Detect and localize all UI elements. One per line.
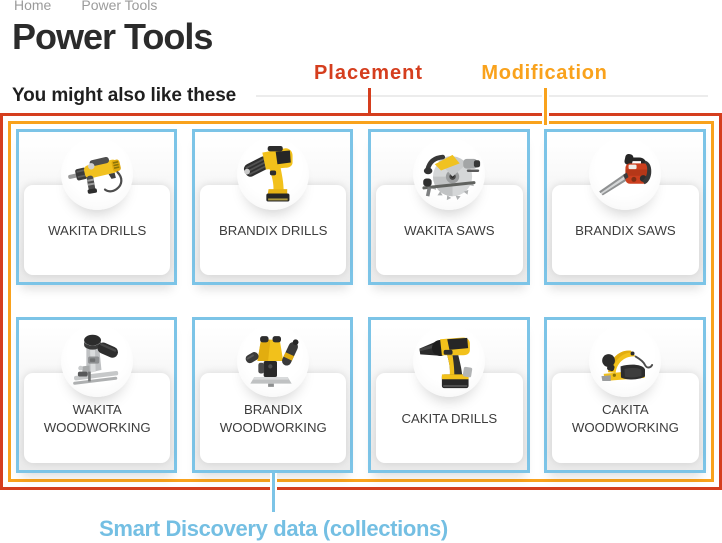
breadcrumb-item-power-tools[interactable]: Power Tools — [81, 0, 158, 13]
product-card-jigsaw[interactable]: WAKITA WOODWORKING — [16, 316, 178, 474]
product-tool-icon — [241, 142, 305, 206]
annotation-placement-line — [368, 87, 372, 116]
annotation-placement-label: Placement — [313, 62, 424, 84]
product-card-cordless-drill[interactable]: BRANDIX DRILLS — [192, 129, 354, 285]
product-tool-icon — [417, 142, 481, 206]
product-card-router[interactable]: BRANDIX WOODWORKING — [192, 316, 354, 474]
product-name: WAKITA WOODWORKING — [43, 402, 151, 436]
product-card-drill-driver[interactable]: CAKITA DRILLS — [368, 316, 530, 474]
product-card-planer[interactable]: CAKITA WOODWORKING — [544, 316, 706, 474]
product-panel: BRANDIX SAWS — [552, 185, 699, 275]
product-name: WAKITA SAWS — [404, 222, 495, 238]
product-card-chainsaw[interactable]: BRANDIX SAWS — [544, 129, 706, 285]
product-name: CAKITA WOODWORKING — [571, 402, 679, 436]
product-tool-icon — [65, 142, 129, 206]
product-card-circular-saw[interactable]: WAKITA SAWS — [368, 129, 530, 285]
product-tool-icon — [417, 329, 481, 393]
breadcrumb: Home Power Tools — [14, 0, 157, 12]
product-card-hammer-drill[interactable]: WAKITA DRILLS — [16, 129, 178, 285]
product-panel: WAKITA WOODWORKING — [24, 372, 171, 464]
product-image — [588, 325, 661, 398]
product-image — [412, 137, 485, 210]
product-grid: WAKITA DRILLS BRANDIX DRILLS WAKITA SAWS… — [16, 129, 706, 474]
section-divider — [256, 95, 708, 97]
breadcrumb-item-home[interactable]: Home — [14, 0, 52, 13]
product-image — [236, 137, 309, 210]
product-image — [412, 325, 485, 398]
product-name: BRANDIX WOODWORKING — [219, 402, 327, 436]
product-name: CAKITA DRILLS — [401, 411, 498, 427]
annotation-collections-label: Smart Discovery data (collections) — [99, 516, 448, 541]
product-image — [236, 325, 309, 398]
product-tool-icon — [593, 329, 657, 393]
product-tool-icon — [593, 142, 657, 206]
placement-frame: WAKITA DRILLS BRANDIX DRILLS WAKITA SAWS… — [0, 113, 722, 490]
product-image — [60, 325, 133, 398]
annotation-collections-line — [271, 473, 275, 512]
product-tool-icon — [65, 329, 129, 393]
product-tool-icon — [241, 329, 305, 393]
product-name: BRANDIX SAWS — [575, 222, 676, 238]
modification-frame: WAKITA DRILLS BRANDIX DRILLS WAKITA SAWS… — [8, 121, 714, 482]
annotation-modification-label: Modification — [481, 62, 608, 84]
product-name: WAKITA DRILLS — [48, 222, 147, 238]
product-name: BRANDIX DRILLS — [219, 222, 328, 238]
product-image — [60, 137, 133, 210]
product-panel: WAKITA SAWS — [376, 185, 523, 275]
annotation-modification-line — [544, 88, 548, 125]
section-title: You might also like these — [12, 85, 237, 106]
product-image — [588, 137, 661, 210]
page-title: Power Tools — [12, 16, 213, 57]
